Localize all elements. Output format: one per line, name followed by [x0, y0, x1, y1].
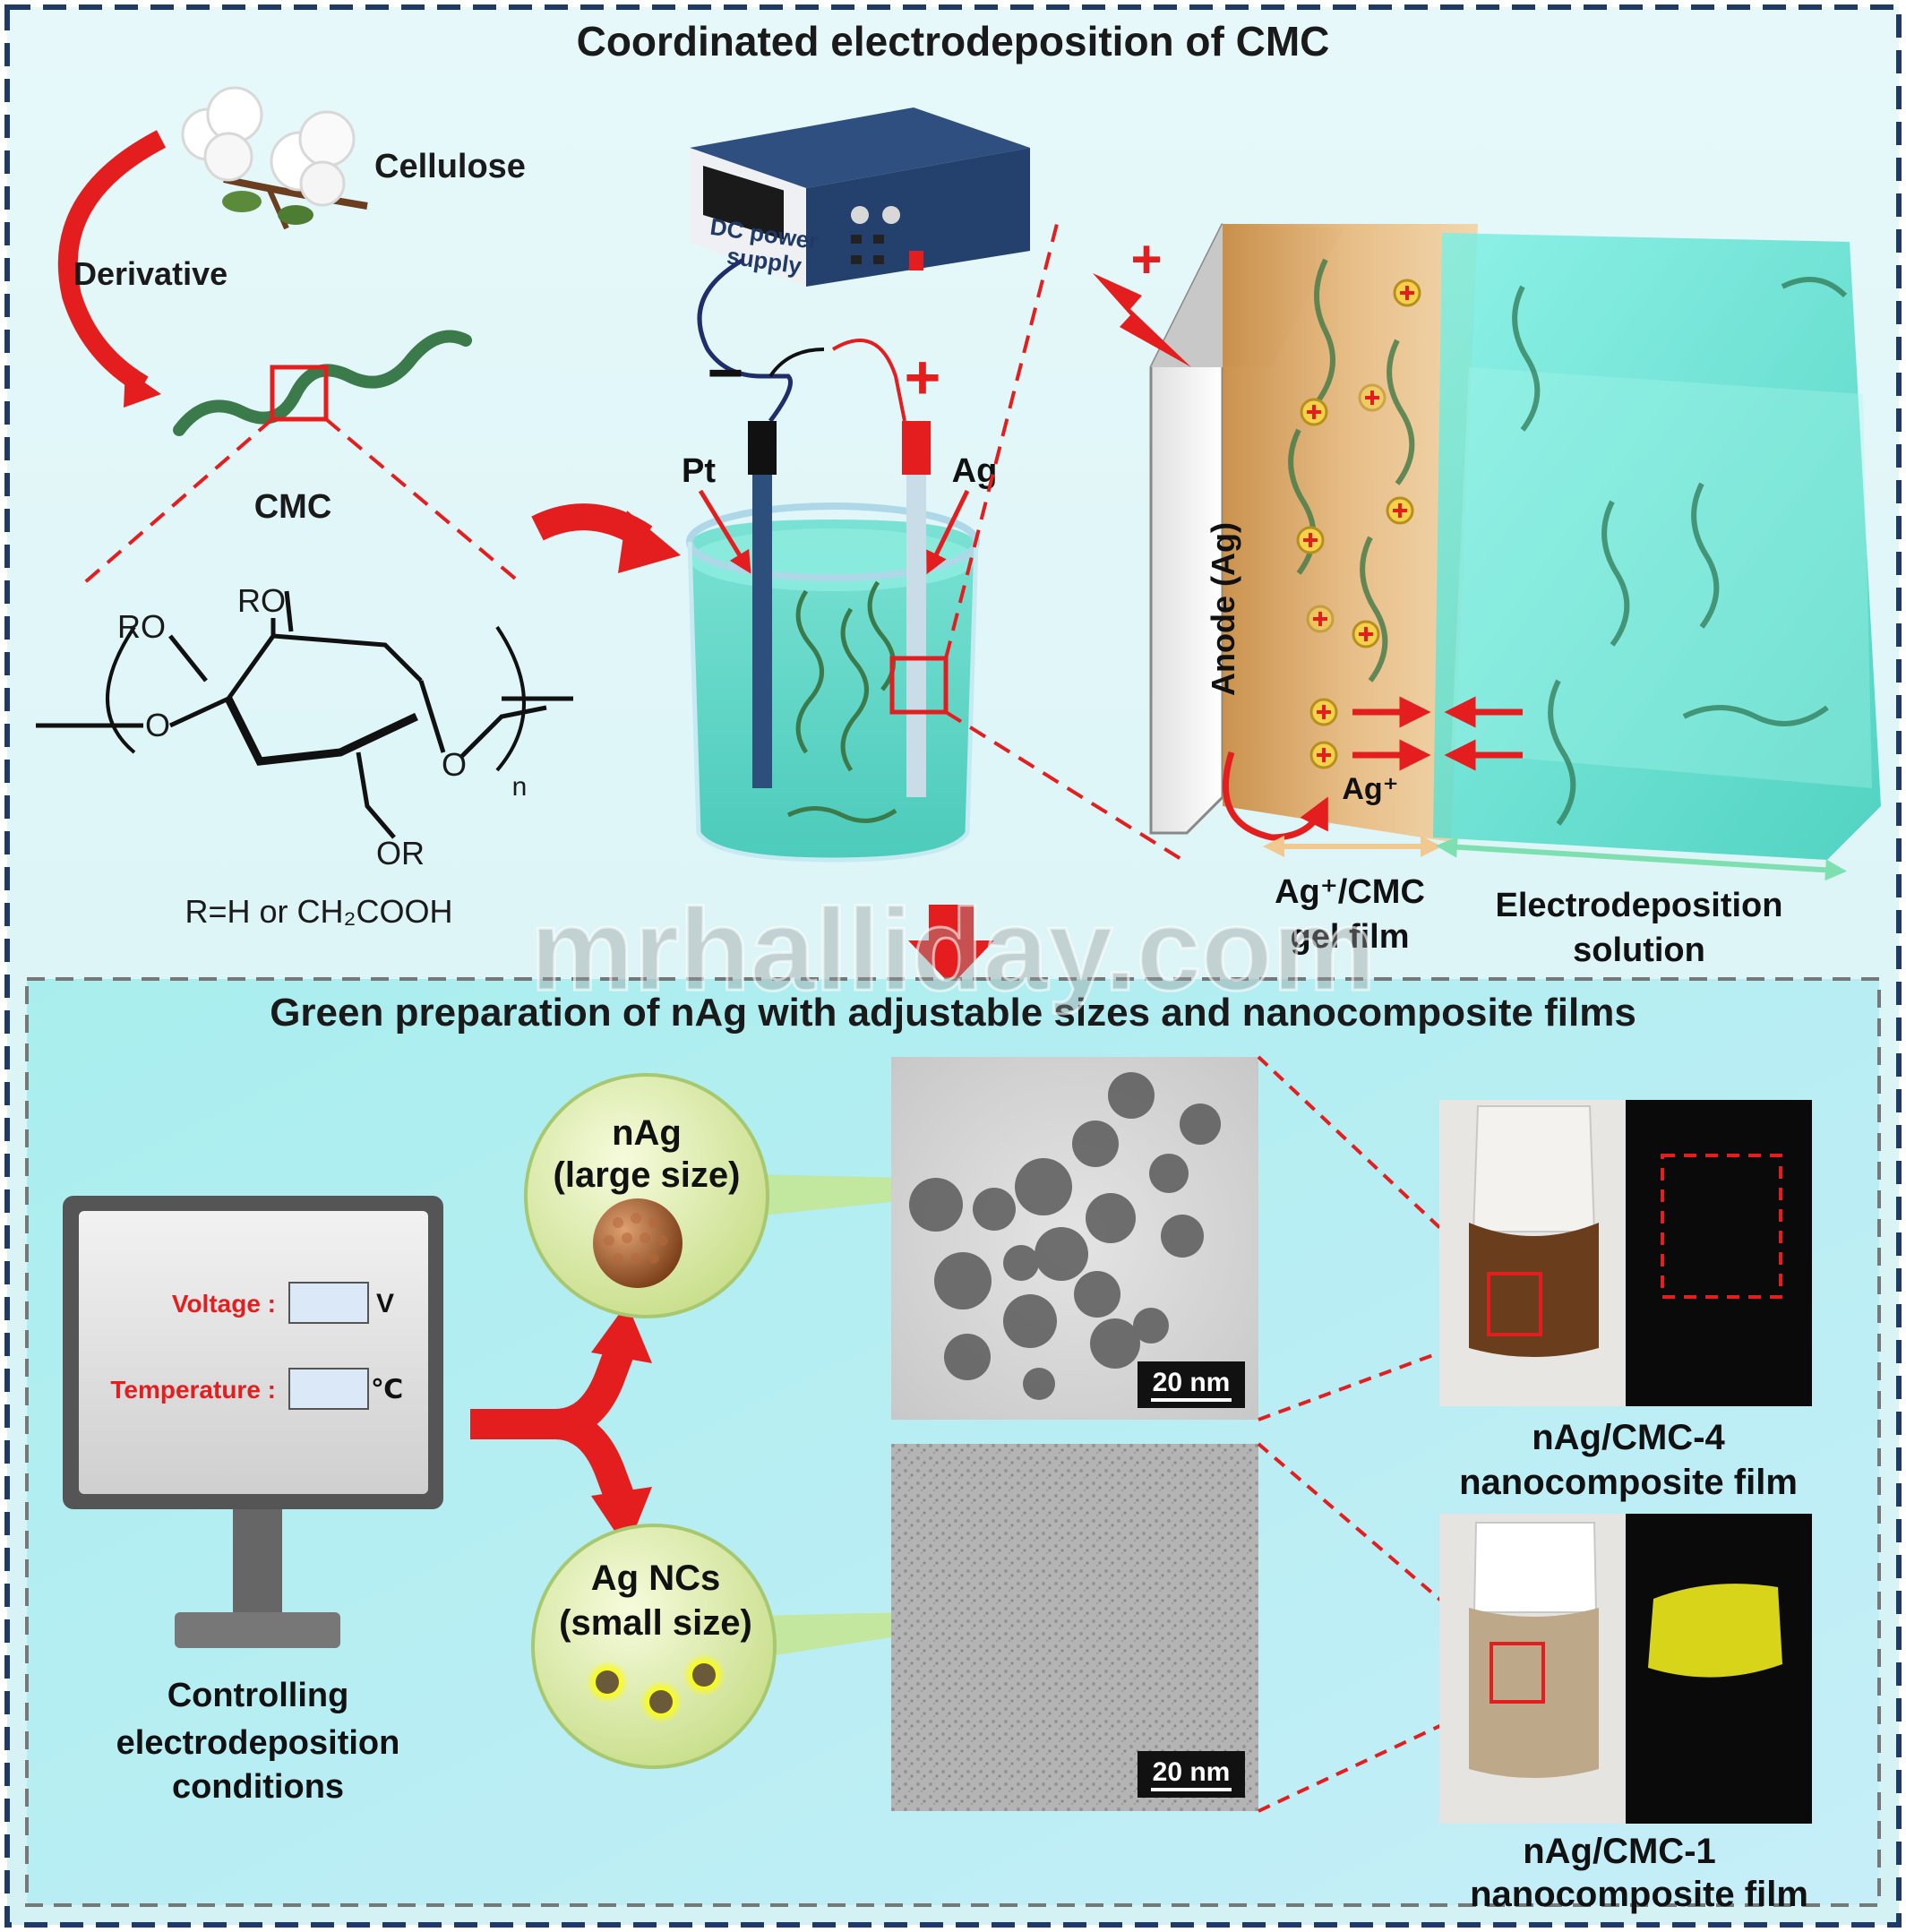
solution-label-1: Electrodeposition: [1496, 887, 1783, 924]
negative-sign: −: [708, 338, 744, 408]
pt-clip: [748, 421, 777, 475]
beaker-zoom-line-bottom: [944, 710, 1184, 862]
dc-power-supply: [690, 107, 1030, 287]
beaker-zoom-line-top: [944, 223, 1059, 659]
large-sphere-texture: [604, 1213, 668, 1264]
bottom-dashed-border: [25, 977, 1881, 1907]
controlling-label-3: conditions: [172, 1768, 344, 1806]
film1-label-1: nAg/CMC-1: [1523, 1832, 1716, 1871]
temperature-unit: ℃: [371, 1375, 403, 1404]
large-bubble-label-1: nAg: [612, 1113, 682, 1153]
film1-label-2: nanocomposite film: [1470, 1875, 1808, 1914]
ag-pointer: [926, 489, 970, 575]
cotton-icon: [181, 86, 368, 230]
anode-label: Anode (Ag): [1205, 522, 1241, 696]
r-definition: R=H or CH₂COOH: [185, 893, 452, 930]
tem-small-texture: [891, 1444, 1258, 1811]
gel-film-label-1: Ag⁺/CMC: [1275, 873, 1425, 911]
solution-inner: [1451, 367, 1872, 788]
small-bubble-label-1: Ag NCs: [591, 1558, 720, 1598]
film1-glass: [1472, 1522, 1598, 1613]
solution-label-2: solution: [1573, 932, 1705, 969]
cmc-zoom-box: [270, 365, 329, 422]
cmc-strand: [173, 330, 472, 436]
to-beaker-arrowhead: [618, 511, 681, 573]
beaker-zoom-box: [889, 656, 949, 715]
branch-arrowhead-down: [591, 1487, 652, 1550]
pt-pointer: [698, 489, 751, 574]
negative-wire: [697, 257, 793, 423]
voltage-unit: V: [376, 1289, 394, 1318]
derivative-arrowhead: [124, 369, 161, 408]
anode-block: [1149, 223, 1224, 835]
film4-photo-uv: [1626, 1100, 1812, 1406]
bottom-title: Green preparation of nAg with adjustable…: [270, 991, 1636, 1035]
cellulose-label: Cellulose: [374, 148, 526, 185]
voltage-input[interactable]: [288, 1282, 369, 1324]
ag-ion-label: Ag⁺: [1342, 772, 1398, 806]
outer-dashed-border: [4, 4, 1902, 1928]
pt-electrode: [752, 439, 772, 788]
solution-region-arrow: [1436, 836, 1847, 881]
film1-tan-film: [1469, 1608, 1599, 1778]
pt-label: Pt: [682, 452, 716, 490]
gel-film-block: [1223, 224, 1478, 842]
o-label-ring: O: [442, 746, 467, 783]
anode-plus-sign: +: [1130, 229, 1162, 289]
film1-zoom-box: [1490, 1642, 1545, 1704]
gel-film-label-2: gel film: [1290, 918, 1409, 956]
small-bubble-label-2: (small size): [559, 1603, 752, 1643]
or-label: OR: [376, 835, 425, 872]
derivative-arrow: [57, 130, 167, 394]
cmc-structure: [36, 590, 573, 839]
film4-brown-film: [1469, 1223, 1599, 1357]
positive-sign: +: [905, 342, 941, 412]
positive-wire: [831, 339, 906, 422]
ag-ion-markers: [1296, 279, 1421, 769]
derivative-label: Derivative: [73, 255, 228, 292]
coordination-arrows: [1352, 696, 1523, 771]
ag-clip: [902, 421, 931, 475]
large-size-bubble: [524, 1073, 769, 1318]
ro-label-2: RO: [237, 582, 286, 619]
cmc-label: CMC: [254, 488, 332, 526]
solution-strands: [1512, 277, 1848, 826]
lightning-icon: [1093, 273, 1191, 367]
scalebar-bottom-label: 20 nm: [1153, 1757, 1231, 1787]
ro-label-1: RO: [117, 608, 166, 645]
film4-glass: [1472, 1105, 1596, 1232]
black-wire: [768, 348, 825, 378]
tem-large-particles: [909, 1072, 1221, 1400]
voltage-label: Voltage :: [172, 1290, 276, 1318]
ag-electrode: [906, 439, 926, 797]
o-label-left: O: [145, 707, 170, 743]
zoom-line-left: [83, 417, 274, 584]
solution-block: [1433, 233, 1881, 860]
top-title: Coordinated electrodeposition of CMC: [577, 18, 1330, 64]
watermark-text: mrhalliday.com: [530, 884, 1376, 1015]
film4-label-2: nanocomposite film: [1459, 1463, 1798, 1502]
zoom-line-film1-top: [1257, 1442, 1493, 1645]
scalebar-top-label: 20 nm: [1153, 1368, 1231, 1397]
branch-arrow-down: [554, 1409, 637, 1510]
controlling-label-1: Controlling: [167, 1677, 349, 1714]
large-bubble-label-2: (large size): [554, 1155, 741, 1195]
branch-arrowhead-up: [591, 1303, 652, 1363]
film4-zoom-box: [1487, 1272, 1542, 1336]
down-arrow: [908, 905, 994, 985]
temperature-input[interactable]: [288, 1368, 369, 1410]
temperature-label: Temperature :: [110, 1376, 276, 1404]
film4-label-1: nAg/CMC-4: [1532, 1418, 1725, 1457]
ag-ion-plus-glyphs: [1303, 286, 1414, 762]
small-size-bubble: [531, 1524, 777, 1769]
zoom-line-right: [324, 417, 521, 584]
film1-fluorescent-film: [1648, 1584, 1782, 1678]
controlling-label-2: electrodeposition: [116, 1724, 400, 1762]
small-nanocluster-dots: [586, 1653, 725, 1723]
n-subscript: n: [512, 772, 528, 802]
